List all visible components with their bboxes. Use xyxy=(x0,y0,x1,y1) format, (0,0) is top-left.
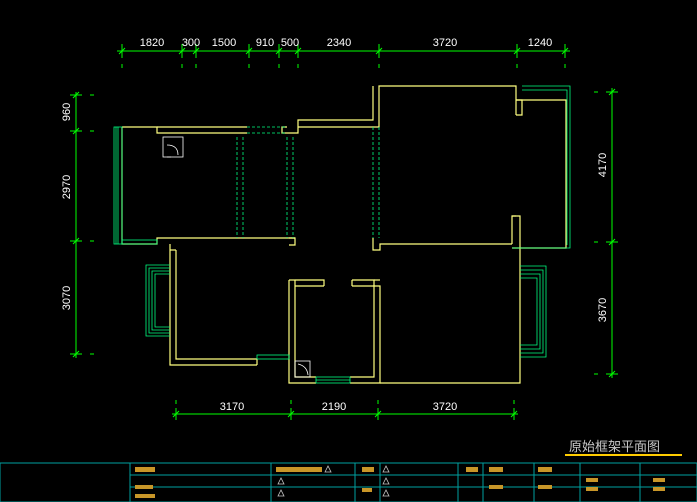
dim-left-2: 2970 xyxy=(61,175,73,199)
dim-top-6: 2340 xyxy=(327,37,351,49)
dim-bottom-2: 2190 xyxy=(322,401,346,413)
dim-right-2: 3670 xyxy=(597,298,609,322)
dim-top-4: 910 xyxy=(256,37,274,49)
bottom-dimension-labels: 3170 2190 3720 xyxy=(220,401,457,413)
top-dimension-labels: 1820 300 1500 910 500 2340 3720 1240 xyxy=(140,37,552,49)
dim-top-2: 300 xyxy=(182,37,200,49)
dim-top-7: 3720 xyxy=(433,37,457,49)
dimension-lines xyxy=(70,44,618,420)
top-dimension-ticks xyxy=(118,44,569,58)
dim-right-1: 4170 xyxy=(597,153,609,177)
windows xyxy=(113,85,571,384)
right-dimension-labels: 4170 3670 xyxy=(597,153,609,322)
title-block-triangles xyxy=(277,465,390,497)
left-dimension-ticks xyxy=(70,91,82,358)
title-block xyxy=(0,462,697,502)
shaft-bottom xyxy=(294,360,311,378)
right-dimension-ticks xyxy=(606,88,618,378)
dim-bottom-3: 3720 xyxy=(433,401,457,413)
drawing-title-group: 原始框架平面图 xyxy=(565,439,682,456)
dim-left-1: 960 xyxy=(61,103,73,121)
left-dimension-labels: 960 2970 3070 xyxy=(61,103,73,310)
bottom-dimension-ticks xyxy=(172,408,518,420)
dim-top-3: 1500 xyxy=(212,37,236,49)
title-block-fills xyxy=(135,467,665,498)
drawing-title: 原始框架平面图 xyxy=(569,439,660,454)
dim-top-1: 1820 xyxy=(140,37,164,49)
dim-top-8: 1240 xyxy=(528,37,552,49)
dim-left-3: 3070 xyxy=(61,286,73,310)
walls xyxy=(121,85,567,384)
dim-top-5: 500 xyxy=(281,37,299,49)
dim-bottom-1: 3170 xyxy=(220,401,244,413)
fixtures xyxy=(162,136,311,378)
shaft-top-left xyxy=(162,136,184,158)
